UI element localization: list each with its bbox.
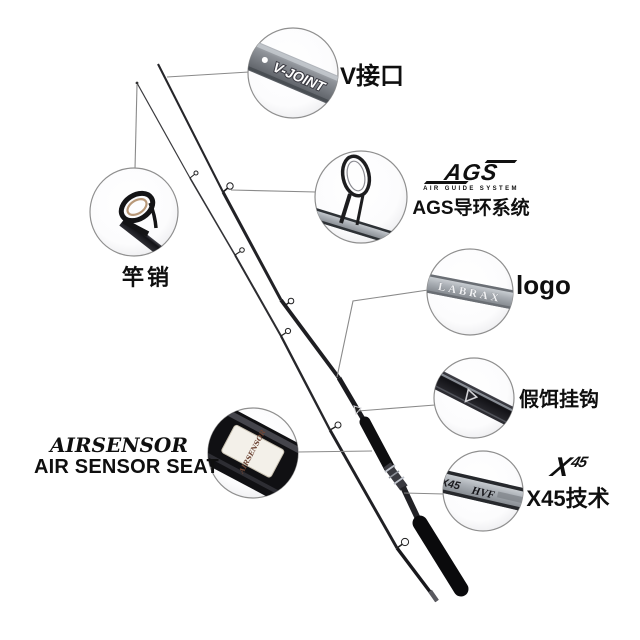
callout-circle-hook [433,357,515,439]
reel-seat [383,462,408,491]
x45-label-block: X45 X45技术 [518,452,618,513]
hook-keeper-label: 假饵挂钩 [519,389,599,411]
ags-logo-subtext: AIR GUIDE SYSTEM [423,186,519,192]
ags-label-block: AGS AIR GUIDE SYSTEM AGS导环系统 [402,159,540,220]
callout-line-ags [230,189,317,193]
rod-tip-section [135,81,439,603]
callout-circle-logo: LABRAX [426,248,514,336]
eva-grip [412,515,469,597]
callout-circle-vjoint: V-JOINT [247,27,339,119]
callout-line-airsensor [296,450,373,453]
ags-logo: AGS [423,159,517,185]
airsensor-label: AIR SENSOR SEAT [34,456,219,478]
x45-label: X45技术 [526,486,610,511]
rod-butt-section [157,63,469,597]
airsensor-label-block: AIRSENSOR AIR SENSOR SEAT [34,433,219,479]
x45-logo: X45 [547,452,588,482]
logo-label: logo [516,270,571,300]
x45-blank-text-1: X45 [439,476,463,493]
hook-keeper-detail [434,366,514,430]
tip-section-guides [189,170,410,549]
foregrip [359,416,395,473]
callout-line-x45 [403,492,445,495]
callout-circle-pin [89,167,179,257]
callout-circle-x45: X45 HVF [439,450,524,532]
callout-line-vjoint [166,71,250,78]
ags-logo-overline [484,160,517,163]
tip-section-ferrule-end [428,589,439,603]
butt-section-guides [222,182,295,307]
ags-label: AGS导环系统 [412,198,530,219]
x45-blank-detail: X45 HVF [439,468,523,514]
ags-logo-underline [423,181,469,184]
callout-line-pin [134,84,138,170]
callout-line-logo [336,289,429,378]
airsensor-logo: AIRSENSOR [50,433,188,457]
vjoint-label: V接口 [340,63,405,90]
pin-label: 竿销 [122,265,173,290]
rod-tip-top [135,81,139,85]
callout-lines [134,71,445,495]
x45-blank-text-2: HVF [470,484,497,501]
callout-line-hook [357,404,436,412]
